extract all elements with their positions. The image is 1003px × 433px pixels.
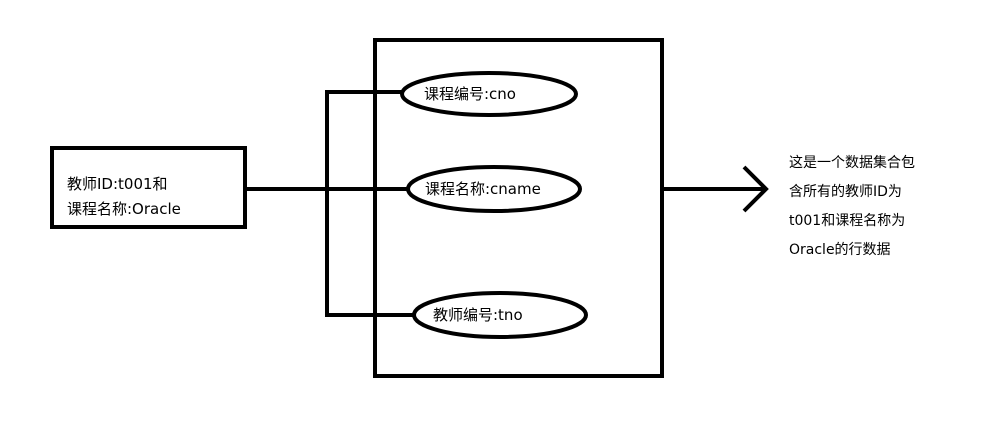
source-line-1: 教师ID:t001和 xyxy=(67,175,168,193)
output-arrow-head xyxy=(742,165,769,213)
note-line-4: Oracle的行数据 xyxy=(789,242,891,258)
source-box xyxy=(50,146,247,229)
field-ellipse-tno xyxy=(412,291,588,339)
dataset-box xyxy=(373,38,664,378)
field-ellipse-cname xyxy=(406,165,582,213)
source-line-2: 课程名称:Oracle xyxy=(67,200,181,218)
result-note: 这是一个数据集合包 含所有的教师ID为 t001和课程名称为 Oracle的行数… xyxy=(789,149,915,265)
field-label-cname: 课程名称:cname xyxy=(425,180,541,198)
note-line-3: t001和课程名称为 xyxy=(789,213,906,229)
field-ellipse-cno xyxy=(400,71,578,117)
field-label-cno: 课程编号:cno xyxy=(424,85,516,103)
field-label-tno: 教师编号:tno xyxy=(433,306,523,324)
note-line-1: 这是一个数据集合包 xyxy=(789,155,915,171)
note-line-2: 含所有的教师ID为 xyxy=(789,184,902,200)
